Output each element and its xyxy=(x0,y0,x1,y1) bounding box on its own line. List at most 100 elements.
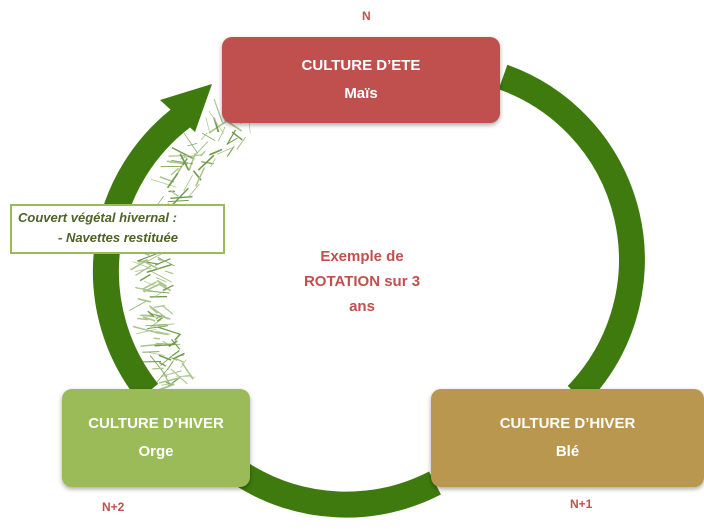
grass-blade xyxy=(153,337,160,340)
grass-blade xyxy=(152,367,164,370)
center-caption-line: Exemple de xyxy=(320,248,404,265)
grass-blade xyxy=(172,352,185,360)
center-caption-line: ROTATION sur 3 xyxy=(303,273,421,290)
grass-blade xyxy=(170,196,193,199)
grass-blade xyxy=(158,376,181,384)
grass-blade xyxy=(165,381,173,385)
grass-blade xyxy=(193,141,209,157)
cover-crop-line-2: - Navettes restituée xyxy=(58,230,178,245)
grass-blade xyxy=(236,136,247,150)
grass-blade xyxy=(200,132,208,140)
grass-blade xyxy=(200,150,206,157)
grass-blade xyxy=(226,129,237,145)
grass-blade xyxy=(210,158,216,168)
grass-blade xyxy=(171,339,181,350)
grass-blade xyxy=(139,273,151,282)
grass-blade xyxy=(183,132,198,154)
grass-blade xyxy=(188,152,197,171)
year-label-n: N xyxy=(362,9,371,23)
grass-blade xyxy=(142,316,156,322)
stage-box-winter-ble: CULTURE D’HIVER Blé xyxy=(431,389,704,487)
cover-crop-line-1: Couvert végétal hivernal : xyxy=(18,210,177,225)
grass-blade xyxy=(174,333,181,341)
grass-blade xyxy=(209,148,223,156)
grass-blade xyxy=(139,314,161,319)
grass-blade xyxy=(135,265,152,276)
grass-blade xyxy=(158,362,167,367)
grass-blade xyxy=(142,281,157,290)
grass-blade xyxy=(213,116,218,125)
grass-blade xyxy=(129,300,147,311)
grass-blade xyxy=(158,354,172,361)
arrow-summer-to-ble xyxy=(498,64,645,405)
grass-blade xyxy=(175,357,185,363)
grass-blade xyxy=(170,167,180,176)
grass-blade xyxy=(187,142,198,147)
grass-blade xyxy=(149,319,162,328)
stage-crop: Blé xyxy=(555,443,580,460)
grass-blade xyxy=(140,343,162,348)
grass-blade xyxy=(149,269,172,283)
grass-blade xyxy=(156,317,163,322)
grass-blade xyxy=(154,287,170,298)
grass-blade xyxy=(151,179,177,188)
grass-blade xyxy=(226,145,235,157)
grass-blade xyxy=(170,187,189,207)
grass-blade xyxy=(157,258,164,262)
grass-blade xyxy=(167,199,189,203)
grass-blade xyxy=(168,154,190,157)
grass-blade xyxy=(177,354,184,357)
cover-crop-callout: Couvert végétal hivernal : - Navettes re… xyxy=(10,204,225,254)
grass-blade xyxy=(217,126,226,142)
grass-blade xyxy=(213,98,224,124)
center-caption-line: ans xyxy=(349,298,375,315)
year-label-n1: N+1 xyxy=(570,497,593,511)
stage-crop: Maïs xyxy=(344,85,378,102)
grass-blade xyxy=(171,160,193,165)
grass-blade xyxy=(181,362,194,380)
grass-blade xyxy=(155,367,169,385)
grass-blade xyxy=(142,351,160,353)
grass-blade xyxy=(171,350,180,357)
grass-blade xyxy=(157,256,175,267)
stage-crop: Orge xyxy=(138,443,174,460)
grass-blade xyxy=(158,283,172,292)
grass-blade xyxy=(135,286,154,292)
grass-blade xyxy=(146,325,169,330)
grass-blade xyxy=(132,325,159,334)
grass-blade xyxy=(164,270,174,275)
grass-blade xyxy=(168,340,178,348)
grass-blade xyxy=(155,277,167,283)
stage-title: CULTURE D’HIVER xyxy=(499,415,636,432)
stage-box-summer-crop: CULTURE D’ETE Maïs xyxy=(222,37,500,123)
grass-blade xyxy=(202,132,216,141)
grass-blade xyxy=(162,305,174,315)
grass-blade xyxy=(205,117,210,132)
grass-blade xyxy=(143,290,170,294)
arrow-ble-to-orge xyxy=(232,462,441,518)
grass-blade xyxy=(226,137,238,145)
grass-blade xyxy=(137,298,151,303)
grass-blade xyxy=(183,154,202,158)
stage-title: CULTURE D’ETE xyxy=(301,57,421,74)
grass-blade xyxy=(188,183,200,197)
grass-blade xyxy=(162,284,174,291)
stage-title: CULTURE D’HIVER xyxy=(88,415,224,432)
grass-blade xyxy=(130,259,148,271)
grass-blade xyxy=(169,189,179,197)
grass-blade xyxy=(195,167,206,187)
grass-blade xyxy=(157,326,182,336)
grass-blade xyxy=(171,146,195,160)
grass-blade xyxy=(156,331,169,336)
year-label-n2: N+2 xyxy=(102,500,125,514)
grass-blade xyxy=(180,359,187,368)
grass-blade xyxy=(134,267,150,272)
grass-blade xyxy=(166,172,179,189)
grass-blade xyxy=(154,258,171,266)
grass-blade xyxy=(183,174,193,192)
grass-blade xyxy=(145,261,159,270)
grass-blade xyxy=(201,161,214,165)
stage-box-winter-orge: CULTURE D’HIVER Orge xyxy=(62,389,250,487)
grass-blade xyxy=(152,323,175,327)
